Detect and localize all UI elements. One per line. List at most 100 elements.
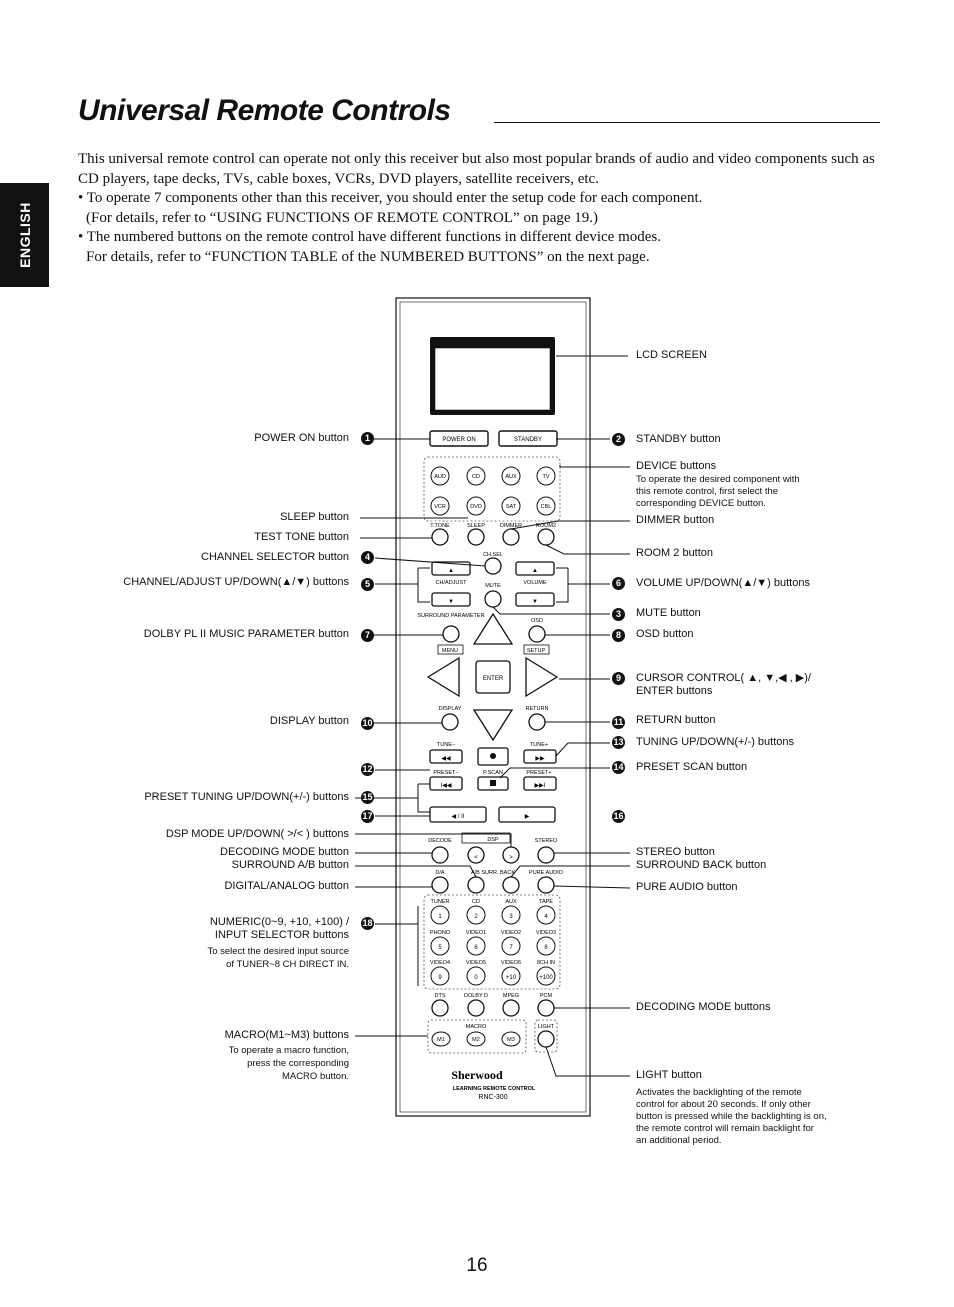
num-8-label: 8 xyxy=(544,945,548,951)
play-pause-button[interactable] xyxy=(429,806,487,823)
return-button[interactable] xyxy=(528,713,546,731)
tune-minus-label: TUNE− xyxy=(437,742,455,748)
vcr-button[interactable] xyxy=(430,496,450,516)
note-numeric-1: To select the desired input source xyxy=(207,946,349,957)
decoding-mode-button[interactable] xyxy=(431,846,449,864)
channel-selector-button[interactable] xyxy=(484,557,502,575)
enter-button[interactable] xyxy=(475,660,511,694)
cursor-down-button[interactable] xyxy=(472,709,514,742)
dts-button[interactable] xyxy=(431,999,449,1017)
tune-plus-button[interactable] xyxy=(523,749,557,764)
note-macro-3: MACRO button. xyxy=(281,1071,349,1082)
num-2-button[interactable] xyxy=(466,905,486,925)
num-7-label: 7 xyxy=(509,945,513,951)
mute-label: MUTE xyxy=(485,583,501,589)
room2-button[interactable] xyxy=(537,528,555,546)
num-1-button[interactable] xyxy=(430,905,450,925)
power-on-button-label: POWER ON xyxy=(442,437,475,443)
num-8-button[interactable] xyxy=(536,936,556,956)
surround-back-button[interactable] xyxy=(502,876,520,894)
m2-button[interactable] xyxy=(466,1031,486,1047)
cd-device-button[interactable] xyxy=(466,466,486,486)
plus100-button[interactable] xyxy=(536,966,556,986)
aud-button[interactable] xyxy=(430,466,450,486)
sleep-button[interactable] xyxy=(467,528,485,546)
return-label: RETURN xyxy=(526,706,549,712)
aux-device-button[interactable] xyxy=(501,466,521,486)
label-macro: MACRO(M1~M3) buttons xyxy=(224,1029,349,1041)
tv-button[interactable] xyxy=(536,466,556,486)
pcm-button[interactable] xyxy=(537,999,555,1017)
standby-button-label: STANDBY xyxy=(514,437,542,443)
video4-label: VIDEO4 xyxy=(430,960,450,966)
play-button[interactable] xyxy=(498,806,556,823)
video5-label: VIDEO5 xyxy=(466,960,486,966)
marker-7: 7 xyxy=(361,629,374,642)
display-button[interactable] xyxy=(441,713,459,731)
svg-text:▲: ▲ xyxy=(532,568,538,574)
surround-parameter-button[interactable] xyxy=(442,625,460,643)
volume-up-button[interactable] xyxy=(515,561,555,576)
plus100-label: +100 xyxy=(539,975,553,981)
plus10-button[interactable] xyxy=(501,966,521,986)
ch-adjust-down-button[interactable] xyxy=(431,592,471,607)
osd-button[interactable] xyxy=(528,625,546,643)
surround-ab-button[interactable] xyxy=(467,876,485,894)
stereo-label: STEREO xyxy=(535,838,558,844)
num-4-button[interactable] xyxy=(536,905,556,925)
dimmer-button[interactable] xyxy=(502,528,520,546)
dsp-down-button[interactable] xyxy=(467,846,485,864)
marker-10: 10 xyxy=(361,717,374,730)
note-device-3: corresponding DEVICE button. xyxy=(636,498,766,509)
intro-text: This universal remote control can operat… xyxy=(78,150,883,268)
svg-text:<: < xyxy=(474,855,478,861)
m3-button[interactable] xyxy=(501,1031,521,1047)
cursor-right-button[interactable] xyxy=(525,656,559,698)
pure-audio-button[interactable] xyxy=(537,876,555,894)
vcr-label: VCR xyxy=(434,504,446,510)
num-0-button[interactable] xyxy=(466,966,486,986)
brand-logo: Sherwood xyxy=(451,1068,503,1082)
ch-adjust-up-button[interactable] xyxy=(431,561,471,576)
intro-bullet-1: • To operate 7 components other than thi… xyxy=(78,190,703,207)
numeric-group xyxy=(423,894,561,990)
label-preset-scan: PRESET SCAN button xyxy=(636,761,748,773)
dolby-d-button[interactable] xyxy=(467,999,485,1017)
video2-label: VIDEO2 xyxy=(501,930,521,936)
cursor-up-button[interactable] xyxy=(472,612,514,645)
dolbyd-label: DOLBY D xyxy=(464,993,488,999)
title-rule xyxy=(494,122,880,123)
tune-plus-label: TUNE+ xyxy=(530,742,548,748)
cbl-button[interactable] xyxy=(536,496,556,516)
light-button[interactable] xyxy=(537,1030,555,1048)
num-6-button[interactable] xyxy=(466,936,486,956)
label-preset-tuning: PRESET TUNING UP/DOWN(+/-) buttons xyxy=(144,791,349,803)
note-light-5: an additional period. xyxy=(636,1135,722,1146)
remote-model: RNC-300 xyxy=(478,1094,507,1101)
test-tone-button[interactable] xyxy=(431,528,449,546)
mute-button[interactable] xyxy=(484,590,502,608)
num-6-label: 6 xyxy=(474,945,478,951)
label-return: RETURN button xyxy=(636,714,716,726)
m1-button[interactable] xyxy=(431,1031,451,1047)
tuner-label: TUNER xyxy=(431,899,450,905)
stereo-button[interactable] xyxy=(537,846,555,864)
m2-label: M2 xyxy=(472,1037,480,1043)
num-5-button[interactable] xyxy=(430,936,450,956)
num-3-button[interactable] xyxy=(501,905,521,925)
num-9-button[interactable] xyxy=(430,966,450,986)
numeric-buttons: TUNER 1 CD 2 AUX 3 TAPE 4 PHONO 5 VIDEO1… xyxy=(430,899,556,986)
volume-down-button[interactable] xyxy=(515,592,555,607)
dvd-button[interactable] xyxy=(466,496,486,516)
mpeg-button[interactable] xyxy=(502,999,520,1017)
aux-device-label: AUX xyxy=(505,474,517,480)
preset-plus-button[interactable] xyxy=(523,776,557,791)
sat-button[interactable] xyxy=(501,496,521,516)
digital-analog-button[interactable] xyxy=(431,876,449,894)
marker-13: 13 xyxy=(612,736,625,749)
tune-minus-button[interactable] xyxy=(429,749,463,764)
label-osd: OSD button xyxy=(636,628,694,640)
cursor-left-button[interactable] xyxy=(426,656,460,698)
num-7-button[interactable] xyxy=(501,936,521,956)
